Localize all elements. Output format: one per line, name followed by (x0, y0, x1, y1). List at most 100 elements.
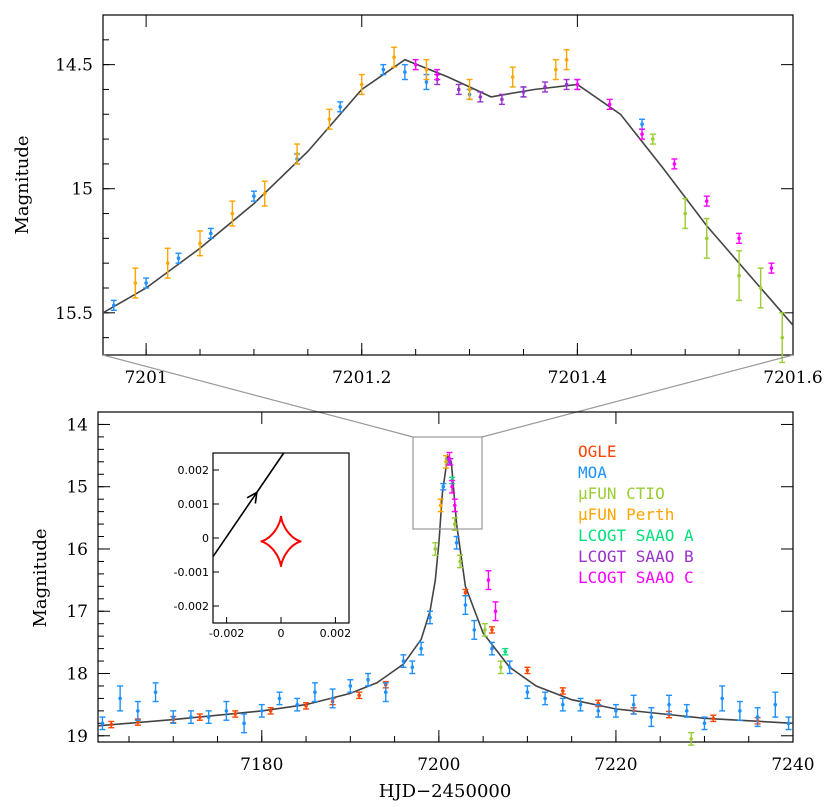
data-point (109, 722, 114, 727)
data-point (233, 712, 238, 716)
data-point (381, 67, 386, 72)
main-y-axis-label: Magnitude (30, 528, 51, 627)
inset-y-tick-label: 0.001 (178, 498, 210, 511)
y-tick-label: 18 (66, 665, 88, 685)
data-point (467, 87, 472, 92)
legend-entry-ogle: OGLE (578, 442, 617, 461)
data-point (486, 578, 491, 582)
data-point (242, 721, 246, 726)
data-point (313, 690, 317, 694)
legend-entry-lcogt-saao-b: LCOGT SAAO B (578, 547, 694, 566)
data-point (111, 303, 116, 308)
data-point (438, 503, 443, 508)
data-point (720, 696, 724, 701)
caustic-curve (260, 515, 302, 567)
data-point (413, 62, 418, 67)
series-lcogt-saao-b (434, 73, 570, 106)
data-point (383, 690, 388, 694)
data-point (711, 716, 716, 721)
source-trajectory (212, 452, 285, 558)
data-point (738, 709, 742, 713)
inset-y-tick-label: 0.002 (178, 464, 210, 477)
main-x-axis-label: HJD−2450000 (379, 781, 512, 802)
series-lcogt-saao-a (449, 476, 509, 656)
inset-x-tick-label: 0 (278, 627, 285, 640)
data-point (403, 70, 407, 74)
data-point (554, 67, 558, 72)
data-point (578, 702, 583, 707)
data-point (262, 191, 267, 196)
data-point (456, 87, 461, 92)
data-point (198, 715, 202, 719)
series-lcogt-saao-c (412, 58, 775, 274)
data-point (490, 646, 494, 651)
data-point (510, 75, 515, 79)
data-point (452, 522, 457, 526)
data-point (543, 696, 547, 701)
data-point (649, 715, 654, 719)
data-point (171, 715, 176, 719)
y-tick-label: 15 (71, 180, 93, 200)
legend-entry-moa: MOA (578, 463, 607, 482)
series-mufun-perth (132, 46, 570, 299)
data-point (737, 236, 741, 241)
data-point (277, 696, 282, 701)
data-point (259, 709, 264, 713)
inset-y-tick-label: -0.001 (174, 566, 209, 579)
data-point (268, 709, 273, 713)
data-point (689, 737, 693, 741)
data-point (198, 241, 202, 246)
inset-plot-frame (212, 452, 350, 624)
data-point (206, 715, 211, 719)
data-point (543, 85, 547, 89)
data-point (338, 105, 342, 109)
data-point (359, 82, 364, 87)
data-point (458, 559, 462, 564)
data-point (136, 709, 140, 713)
data-point (525, 690, 530, 694)
model-curve (102, 58, 794, 326)
data-point (209, 231, 213, 236)
inset-x-tick-label: 0.002 (320, 627, 352, 640)
data-point (401, 659, 406, 663)
data-point (640, 132, 644, 136)
x-tick-label: 7200 (417, 755, 460, 775)
data-point (651, 137, 655, 141)
data-point (596, 709, 601, 713)
data-point (447, 456, 452, 461)
y-tick-label: 19 (66, 727, 88, 747)
data-point (348, 684, 353, 688)
data-point (561, 689, 565, 693)
data-point (392, 55, 396, 59)
data-point (758, 286, 763, 290)
series-mufun-ctio (649, 133, 786, 364)
data-point (224, 709, 229, 713)
data-point (773, 702, 778, 707)
data-point (357, 693, 361, 698)
data-point (672, 162, 677, 166)
data-point (607, 102, 612, 107)
data-point (463, 590, 468, 595)
y-tick-label: 17 (66, 602, 88, 622)
x-tick-label: 7201.4 (548, 368, 607, 388)
data-point (454, 540, 459, 545)
data-point (230, 211, 235, 216)
data-point (561, 702, 565, 707)
data-point (614, 709, 618, 713)
data-point (153, 690, 158, 694)
data-point (737, 273, 741, 278)
series-mufun-ctio (432, 517, 695, 746)
x-tick-label: 7201.2 (332, 368, 391, 388)
y-tick-label: 15 (66, 478, 88, 498)
data-point (564, 82, 569, 87)
inset-y-tick-label: 0 (202, 532, 209, 545)
data-point (410, 665, 415, 670)
zoom-y-axis-label: Magnitude (12, 135, 33, 234)
data-point (521, 90, 526, 94)
data-point (704, 199, 709, 203)
main-plot-frame (97, 411, 794, 743)
data-point (450, 484, 454, 489)
